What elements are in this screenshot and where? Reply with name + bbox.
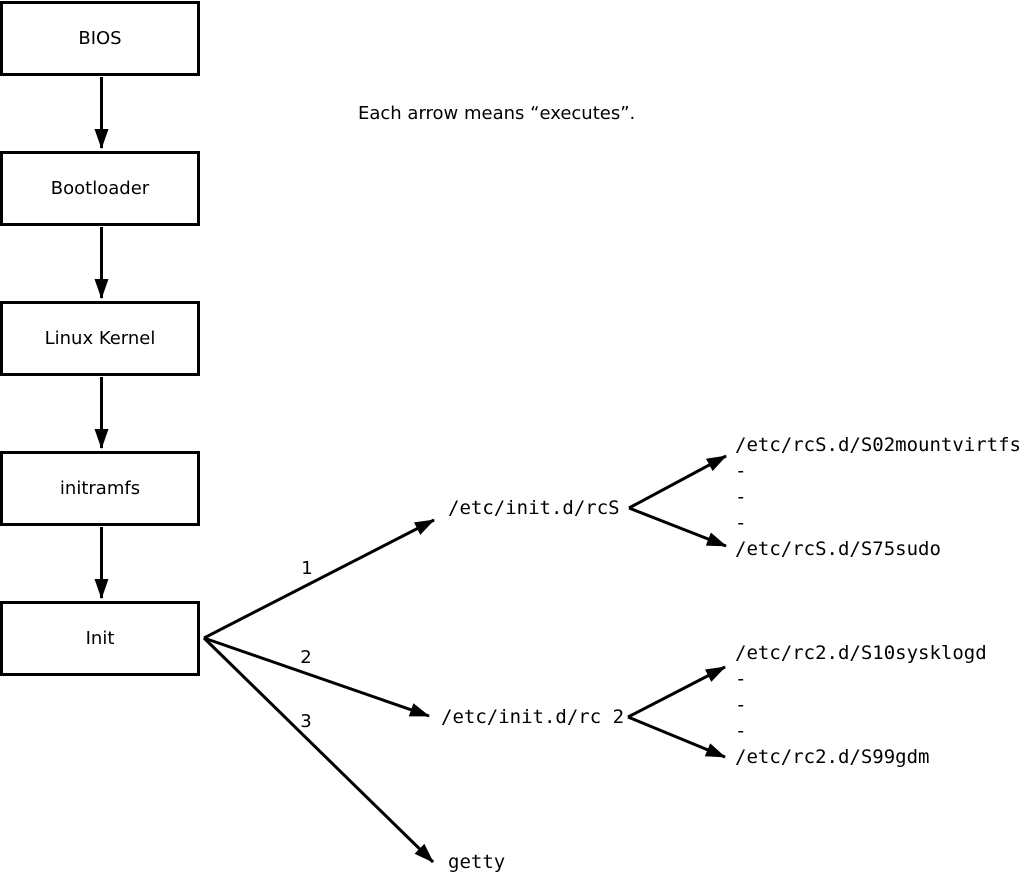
node-rc2: /etc/init.d/rc 2: [441, 706, 625, 728]
box-bootloader: Bootloader: [0, 151, 200, 226]
box-bios: BIOS: [0, 1, 200, 76]
arrow-label-1: 1: [301, 558, 313, 579]
arrow-init-to-rcS: [203, 518, 435, 640]
node-rcS: /etc/init.d/rcS: [448, 497, 620, 519]
box-linux-kernel-label: Linux Kernel: [44, 328, 156, 349]
box-linux-kernel: Linux Kernel: [0, 301, 200, 376]
rc2-script-ellipsis-dash: -: [735, 694, 747, 716]
arrow-rcS-to-s75sudo: [628, 506, 727, 548]
arrow-init-to-getty: [202, 636, 435, 864]
arrow-rc2-to-s99gdm: [627, 715, 726, 759]
rcS-script-s02mountvirtfs: /etc/rcS.d/S02mountvirtfs: [735, 434, 1021, 456]
arrow-init-to-rc2: [203, 636, 430, 718]
rc2-script-s10sysklogd: /etc/rc2.d/S10sysklogd: [735, 642, 987, 664]
arrow-label-3: 3: [300, 711, 312, 732]
rcS-script-s75sudo: /etc/rcS.d/S75sudo: [735, 538, 941, 560]
rcS-script-list: /etc/rcS.d/S02mountvirtfs - - - /etc/rcS…: [735, 432, 1021, 562]
rc2-script-list: /etc/rc2.d/S10sysklogd - - - /etc/rc2.d/…: [735, 640, 987, 770]
box-init: Init: [0, 601, 200, 676]
rc2-script-ellipsis-dash: -: [735, 720, 747, 742]
arrow-label-2: 2: [300, 647, 312, 668]
box-init-label: Init: [85, 628, 115, 649]
rcS-script-ellipsis-dash: -: [735, 460, 747, 482]
arrow-rcS-to-s02mountvirtfs: [628, 454, 727, 510]
rcS-script-ellipsis-dash: -: [735, 486, 747, 508]
box-initramfs-label: initramfs: [59, 478, 141, 499]
box-bios-label: BIOS: [78, 28, 122, 49]
arrow-rc2-to-s10sysklogd: [627, 665, 726, 719]
box-bootloader-label: Bootloader: [50, 178, 150, 199]
rc2-script-ellipsis-dash: -: [735, 668, 747, 690]
rcS-script-ellipsis-dash: -: [735, 512, 747, 534]
rc2-script-s99gdm: /etc/rc2.d/S99gdm: [735, 746, 930, 768]
legend-note: Each arrow means “executes”.: [358, 103, 636, 124]
box-initramfs: initramfs: [0, 451, 200, 526]
node-getty: getty: [448, 851, 506, 873]
